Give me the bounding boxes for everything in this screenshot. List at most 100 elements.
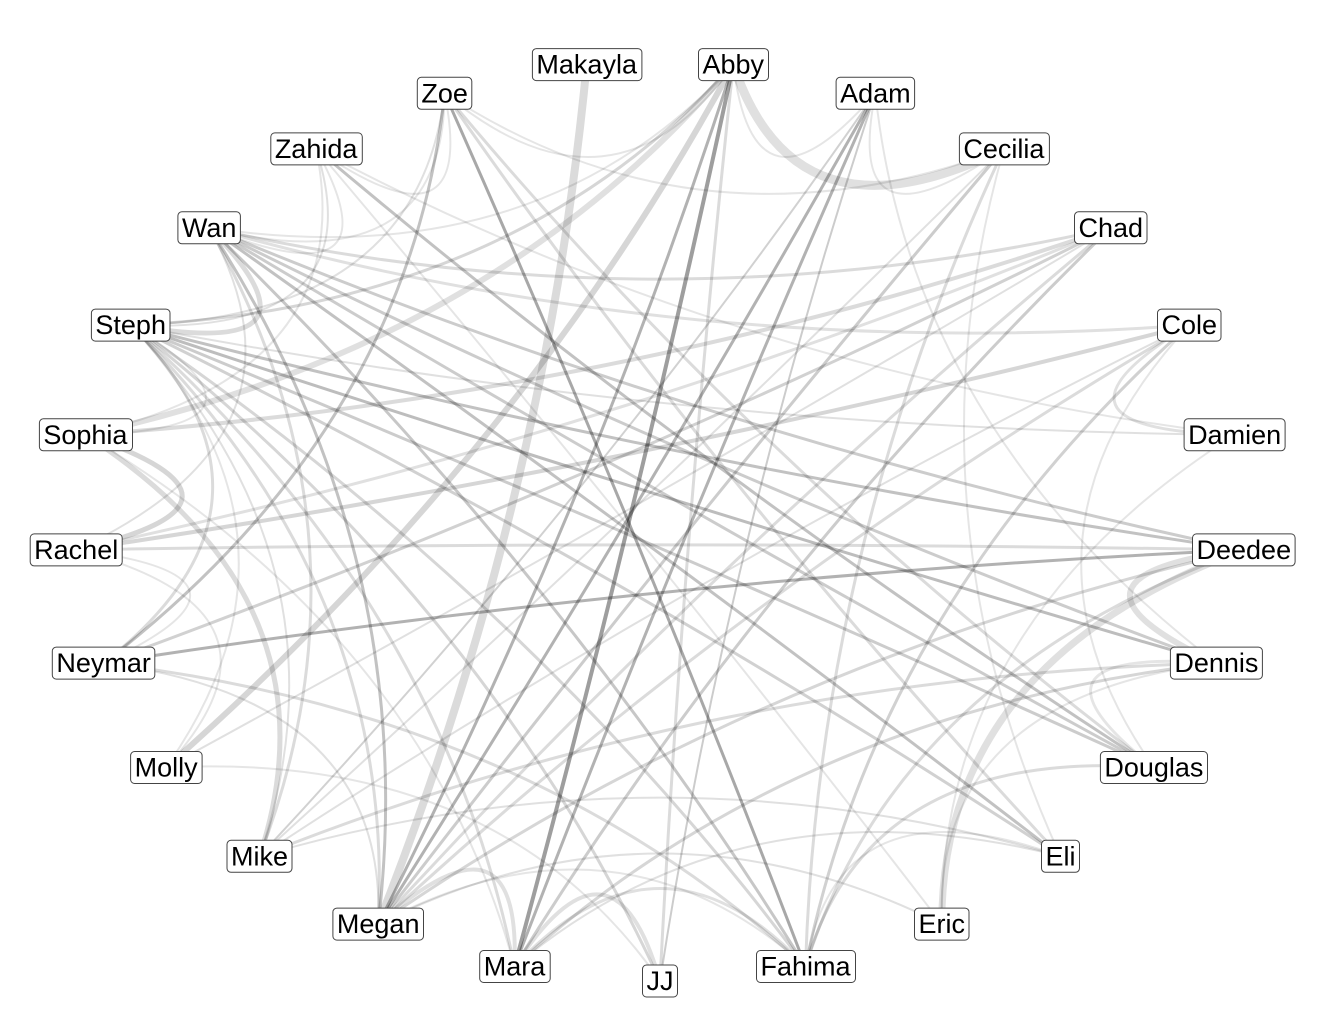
node-box-wan xyxy=(177,211,241,245)
node-box-megan xyxy=(332,907,424,941)
node-makayla: Makayla xyxy=(531,48,643,82)
edge-cecilia-megan xyxy=(376,147,1006,926)
edge-makayla-megan xyxy=(374,60,591,929)
edge-eli-mike xyxy=(258,796,1062,858)
edge-chad-mara xyxy=(513,226,1113,968)
node-box-mara xyxy=(479,950,551,983)
node-eli: Eli xyxy=(1041,839,1080,873)
edge-eric-zahida xyxy=(315,147,943,926)
edge-eric-megan xyxy=(377,852,943,926)
edges-layer xyxy=(73,60,1248,983)
edge-sophia-abby xyxy=(82,61,737,438)
edge-mike-sophia xyxy=(82,432,283,859)
edge-rachel-sophia xyxy=(73,432,185,553)
edge-abby-megan xyxy=(376,63,735,926)
edge-deedee-megan xyxy=(376,548,1246,926)
edge-megan-wan xyxy=(207,226,388,926)
edge-jj-steph xyxy=(129,323,662,983)
edge-fahima-megan xyxy=(377,868,807,968)
edge-chad-wan xyxy=(207,226,1113,281)
node-box-makayla xyxy=(531,48,643,82)
node-box-adam xyxy=(835,76,916,110)
edge-damien-eric xyxy=(940,433,1236,926)
node-eric: Eric xyxy=(914,907,970,941)
node-mike: Mike xyxy=(226,839,293,873)
edge-mara-steph xyxy=(129,323,516,968)
edge-damien-steph xyxy=(129,324,1236,436)
node-label-sophia: Sophia xyxy=(43,420,128,450)
edge-mara-megan xyxy=(376,867,517,969)
node-label-rachel: Rachel xyxy=(34,535,118,565)
node-label-zoe: Zoe xyxy=(421,78,468,108)
edge-dennis-wan xyxy=(207,226,1218,665)
edge-abby-steph xyxy=(129,63,735,327)
node-label-douglas: Douglas xyxy=(1104,753,1203,783)
node-steph: Steph xyxy=(90,308,171,342)
edge-adam-mike xyxy=(258,92,877,858)
edge-steph-wan xyxy=(128,225,263,336)
node-zahida: Zahida xyxy=(270,132,363,166)
edge-dennis-eric xyxy=(940,662,1218,926)
edge-cecilia-eli xyxy=(962,147,1062,858)
edge-douglas-zoe xyxy=(443,91,1156,769)
node-deedee: Deedee xyxy=(1192,533,1296,567)
edge-cole-rachel xyxy=(74,323,1192,552)
node-mara: Mara xyxy=(479,950,551,983)
node-label-adam: Adam xyxy=(840,78,911,108)
node-abby: Abby xyxy=(698,48,769,82)
node-box-cecilia xyxy=(958,132,1050,166)
edge-deedee-steph xyxy=(129,323,1246,552)
edge-eli-fahima xyxy=(804,830,1062,968)
edge-eli-mara xyxy=(513,831,1062,968)
edge-chad-megan xyxy=(376,226,1113,926)
node-label-neymar: Neymar xyxy=(56,648,151,678)
node-box-cole xyxy=(1157,308,1222,342)
edge-zahida-zoe xyxy=(315,92,452,195)
edge-steph-zoe xyxy=(129,92,446,327)
edge-fahima-steph xyxy=(129,323,807,968)
node-adam: Adam xyxy=(835,76,916,110)
edge-rachel-chad xyxy=(74,226,1113,552)
node-douglas: Douglas xyxy=(1099,751,1209,784)
edge-megan-neymar xyxy=(102,662,380,926)
edge-eric-deedee xyxy=(938,546,1248,928)
edge-steph-zahida xyxy=(129,147,329,327)
edge-abby-cecilia xyxy=(728,60,1009,190)
node-damien: Damien xyxy=(1183,418,1286,452)
node-box-mike xyxy=(226,839,293,873)
node-megan: Megan xyxy=(332,907,424,941)
edge-molly-abby xyxy=(163,61,737,771)
node-label-abby: Abby xyxy=(703,50,765,80)
edge-douglas-fahima xyxy=(804,764,1156,968)
node-label-eric: Eric xyxy=(919,909,966,939)
node-label-chad: Chad xyxy=(1079,213,1144,243)
node-label-cole: Cole xyxy=(1162,310,1218,340)
node-label-dennis: Dennis xyxy=(1174,648,1258,678)
edge-mara-sophia xyxy=(84,433,516,968)
node-label-mike: Mike xyxy=(231,841,288,871)
node-box-jj xyxy=(642,964,678,998)
node-label-wan: Wan xyxy=(182,213,237,243)
edge-rachel-wan xyxy=(75,226,247,551)
edge-adam-jj xyxy=(659,92,877,982)
edge-fahima-mara xyxy=(513,887,807,968)
node-box-molly xyxy=(130,751,203,784)
edge-deedee-neymar xyxy=(102,548,1246,665)
node-chad: Chad xyxy=(1074,211,1148,245)
node-label-cecilia: Cecilia xyxy=(963,134,1045,164)
node-label-makayla: Makayla xyxy=(536,50,638,80)
node-box-dennis xyxy=(1169,646,1263,680)
node-box-douglas xyxy=(1099,751,1209,784)
edge-megan-steph xyxy=(129,323,381,926)
node-rachel: Rachel xyxy=(29,533,123,567)
edge-douglas-zahida xyxy=(314,147,1156,769)
edge-cole-douglas xyxy=(1080,324,1191,769)
edge-deedee-wan xyxy=(207,226,1246,552)
edge-jj-molly xyxy=(165,765,661,982)
edge-abby-mara xyxy=(512,62,736,969)
edge-cole-fahima xyxy=(804,323,1191,968)
node-dennis: Dennis xyxy=(1169,646,1263,680)
node-label-jj: JJ xyxy=(647,966,674,996)
node-box-eric xyxy=(914,907,970,941)
edge-molly-rachel xyxy=(75,548,222,769)
